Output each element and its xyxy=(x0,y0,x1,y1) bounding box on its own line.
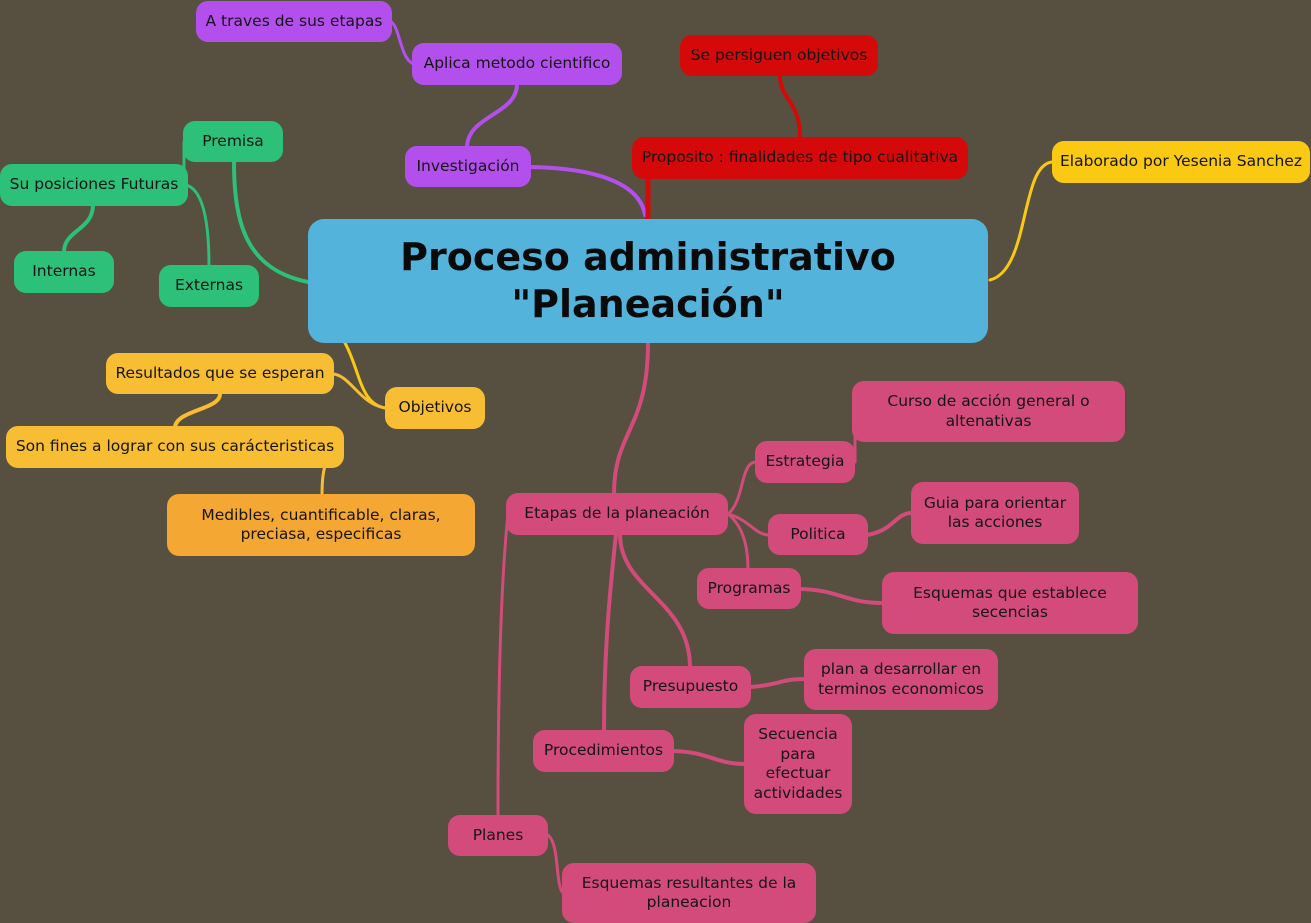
link-central-investigacion xyxy=(528,165,647,217)
link-objetivos-resultados xyxy=(330,372,388,410)
node-son-fines[interactable]: Son fines a lograr con sus carácteristic… xyxy=(6,426,344,468)
link-central-autor xyxy=(988,160,1054,282)
node-planes[interactable]: Planes xyxy=(448,815,548,856)
link-programas-esquemas xyxy=(798,587,885,605)
link-central-etapas xyxy=(612,341,650,496)
link-etapas-procedimientos xyxy=(602,532,618,733)
node-esquemas-secuencias[interactable]: Esquemas que establece secencias xyxy=(882,572,1138,634)
node-externas[interactable]: Externas xyxy=(159,265,259,307)
link-resultados-fines xyxy=(173,392,222,430)
link-aplica-traves xyxy=(388,19,416,66)
link-planes-esquemas xyxy=(546,833,565,895)
link-etapas-presupuesto xyxy=(618,532,692,669)
node-premisa[interactable]: Premisa xyxy=(183,121,283,162)
link-proposito-objetivos xyxy=(778,74,802,140)
node-posiciones-futuras[interactable]: Su posiciones Futuras xyxy=(0,164,188,206)
node-resultados[interactable]: Resultados que se esperan xyxy=(106,353,334,394)
link-etapas-estrategia xyxy=(726,460,758,516)
node-curso-accion[interactable]: Curso de acción general o altenativas xyxy=(852,381,1125,442)
node-traves-etapas[interactable]: A traves de sus etapas xyxy=(196,1,392,42)
central-topic-line2: "Planeación" xyxy=(511,282,785,326)
node-politica[interactable]: Politica xyxy=(768,514,868,555)
node-programas[interactable]: Programas xyxy=(697,568,801,609)
link-etapas-programas xyxy=(726,512,750,572)
node-estrategia[interactable]: Estrategia xyxy=(755,441,855,483)
node-etapas-planeacion[interactable]: Etapas de la planeación xyxy=(506,493,728,535)
node-objetivos[interactable]: Objetivos xyxy=(385,387,485,429)
node-presupuesto[interactable]: Presupuesto xyxy=(630,666,751,708)
node-investigacion[interactable]: Investigación xyxy=(405,146,531,187)
node-se-persiguen-objetivos[interactable]: Se persiguen objetivos xyxy=(680,35,878,76)
node-guia[interactable]: Guia para orientar las acciones xyxy=(911,482,1079,544)
link-central-premisa xyxy=(232,160,310,284)
node-procedimientos[interactable]: Procedimientos xyxy=(533,730,674,772)
node-aplica-metodo[interactable]: Aplica metodo cientifico xyxy=(412,43,622,85)
node-medibles[interactable]: Medibles, cuantificable, claras, precias… xyxy=(167,494,475,556)
link-etapas-planes xyxy=(496,512,510,818)
link-presupuesto-plan xyxy=(748,677,807,689)
node-proposito[interactable]: Proposito : finalidades de tipo cualitat… xyxy=(632,137,968,179)
link-posiciones-externas xyxy=(184,183,211,268)
link-posiciones-internas xyxy=(62,203,95,254)
central-topic[interactable]: Proceso administrativo "Planeación" xyxy=(308,219,988,343)
link-politica-guia xyxy=(865,511,914,537)
link-procedimientos-secuencia xyxy=(671,749,747,766)
node-internas[interactable]: Internas xyxy=(14,251,114,293)
node-plan-desarrollar[interactable]: plan a desarrollar en terminos economico… xyxy=(804,649,998,710)
link-investigacion-aplica xyxy=(465,82,519,150)
node-elaborado-por[interactable]: Elaborado por Yesenia Sanchez xyxy=(1052,141,1310,183)
node-esquemas-resultantes[interactable]: Esquemas resultantes de la planeacion xyxy=(562,863,816,923)
node-secuencia-actividades[interactable]: Secuencia para efectuar actividades xyxy=(744,714,852,814)
link-etapas-politica xyxy=(726,512,771,537)
central-topic-line1: Proceso administrativo xyxy=(400,235,896,279)
